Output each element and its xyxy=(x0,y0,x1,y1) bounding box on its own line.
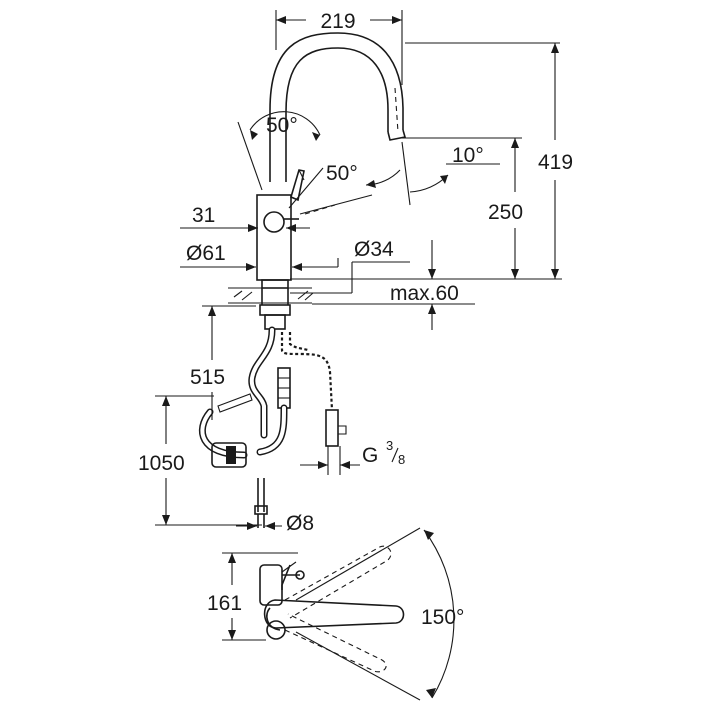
dim-515-line xyxy=(202,305,256,420)
faucet-top-view xyxy=(259,527,455,701)
dim-angles xyxy=(237,111,500,206)
dim-swivel-angle: 150° xyxy=(421,606,464,629)
dim-connection-num: 3 xyxy=(386,438,393,453)
spout-tip xyxy=(387,129,407,141)
spout-outer xyxy=(269,32,404,182)
dim-connection-den: 8 xyxy=(398,452,405,467)
dim-max-thickness: max.60 xyxy=(390,282,459,305)
dim-spout-reach: 219 xyxy=(320,10,355,33)
hoses-assembly xyxy=(198,326,347,468)
dim-31-line xyxy=(180,224,310,232)
dim-219-line xyxy=(275,10,403,85)
lever-pivot xyxy=(263,211,285,233)
base-ring xyxy=(261,279,289,289)
countertop xyxy=(228,287,314,304)
spout-top-solid xyxy=(263,599,405,629)
dim-connection-prefix: G xyxy=(362,444,378,467)
dim-1050-line xyxy=(155,395,262,526)
dim-connection-line xyxy=(300,446,360,475)
dim-pipe-diameter: Ø8 xyxy=(286,512,314,535)
dim-lever-offset: 31 xyxy=(192,204,215,227)
spout-top-dashed-upper xyxy=(284,545,392,619)
spout-top-dashed-lower xyxy=(284,613,387,673)
faucet-body xyxy=(256,194,292,281)
spout-inner xyxy=(285,47,389,182)
dim-heights xyxy=(290,42,562,280)
dim-flex-length: 1050 xyxy=(138,452,185,475)
dim-hose-length: 515 xyxy=(190,366,225,389)
dim-161-line xyxy=(222,552,298,641)
dim-hole-diameter: Ø34 xyxy=(354,238,394,261)
pipe xyxy=(236,478,282,530)
dim-spout-tilt: 10° xyxy=(452,144,484,167)
lever xyxy=(290,169,305,202)
dim-total-height: 419 xyxy=(538,151,573,174)
dim-lever-angle: 50° xyxy=(266,114,298,137)
dim-max60-line xyxy=(312,240,475,330)
dim-diameters xyxy=(180,258,410,294)
dim-spray-angle: 50° xyxy=(326,162,358,185)
dim-base-diameter: Ø61 xyxy=(186,242,226,265)
dim-top-depth: 161 xyxy=(207,592,242,615)
fraction-slash xyxy=(391,447,399,463)
hose-weight xyxy=(211,442,247,468)
faucet-side-view xyxy=(228,32,407,330)
dim-spout-height: 250 xyxy=(488,201,523,224)
